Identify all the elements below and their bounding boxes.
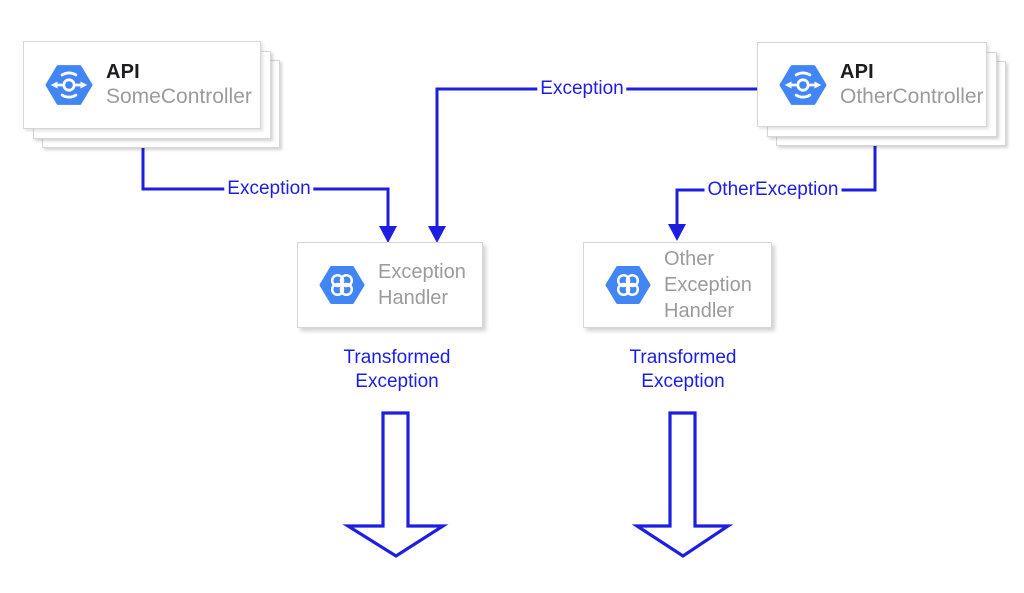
node-title: API <box>840 60 874 83</box>
node-label: Exception Handler <box>378 261 466 309</box>
label-transformed-exception-right: Transformed Exception <box>629 347 737 392</box>
api-icon <box>45 65 93 105</box>
node-exception-handler: Exception Handler <box>297 242 483 328</box>
arrowhead-icon <box>428 226 446 243</box>
edge-label-other-exception: OtherException <box>704 179 842 201</box>
card-face: API OtherController <box>757 42 987 127</box>
card-face: Exception Handler <box>297 242 483 328</box>
card-text: API OtherController <box>840 60 984 110</box>
node-api-othercontroller: API OtherController <box>757 42 1006 146</box>
arrowhead-icon <box>379 226 397 243</box>
node-api-somecontroller: API SomeController <box>23 41 280 148</box>
block-arrow-down-left-icon <box>342 411 449 558</box>
edge-label-exception-top: Exception <box>537 78 627 100</box>
label-transformed-exception-left: Transformed Exception <box>343 347 451 392</box>
node-other-exception-handler: Other Exception Handler <box>583 242 772 328</box>
api-icon <box>779 64 827 105</box>
node-label: Other Exception Handler <box>664 248 752 322</box>
handler-icon <box>319 266 365 304</box>
block-arrow-down-right-icon <box>631 411 734 558</box>
arrowhead-icon <box>668 224 686 241</box>
handler-icon <box>605 266 651 304</box>
edge-exception-top-line <box>435 87 757 229</box>
node-title: API <box>106 61 140 83</box>
card-face: Other Exception Handler <box>583 242 772 328</box>
edge-label-exception-left: Exception <box>224 178 314 200</box>
card-text: API SomeController <box>106 60 252 110</box>
card-face: API SomeController <box>23 41 261 129</box>
node-subtitle: SomeController <box>106 85 252 109</box>
node-subtitle: OtherController <box>840 84 984 108</box>
